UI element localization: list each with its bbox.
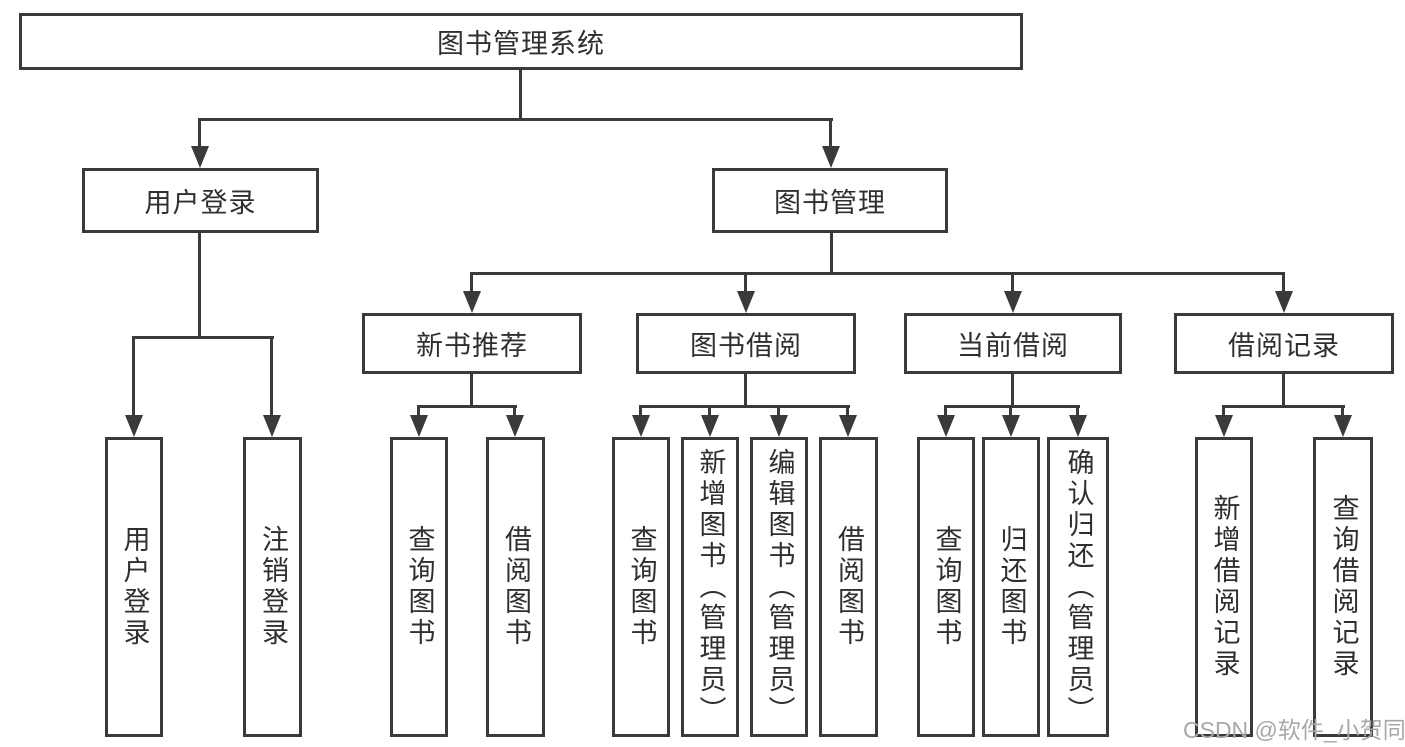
watermark: CSDN @软件_小贺同学 xyxy=(1183,717,1405,743)
connector-arrow xyxy=(191,118,209,168)
leaf-label: 新增图书（管理员） xyxy=(695,447,726,727)
connector-line xyxy=(199,118,833,121)
node-label: 图书管理 xyxy=(774,188,886,218)
connector-arrow xyxy=(410,405,428,437)
node-root: 图书管理系统 xyxy=(19,13,1023,70)
connector-arrow xyxy=(822,118,840,168)
leaf-return-books: 归还图书 xyxy=(982,437,1040,737)
leaf-edit-books-admin: 编辑图书（管理员） xyxy=(750,437,808,737)
connector-arrow xyxy=(1004,272,1022,313)
leaf-label: 查询图书 xyxy=(626,525,657,649)
connector-line xyxy=(470,374,473,407)
connector-arrow xyxy=(701,405,719,437)
node-current-borrowing: 当前借阅 xyxy=(904,313,1122,374)
connector-line xyxy=(830,233,833,274)
connector-line xyxy=(471,272,1285,275)
connector-arrow xyxy=(737,272,755,313)
leaf-add-borrow-record: 新增借阅记录 xyxy=(1195,437,1253,737)
connector-arrow xyxy=(1069,405,1087,437)
leaf-label: 借阅图书 xyxy=(501,525,531,649)
connector-arrow xyxy=(937,405,955,437)
node-label: 借阅记录 xyxy=(1228,331,1340,361)
connector-arrow xyxy=(632,405,650,437)
leaf-borrow-books-recommend: 借阅图书 xyxy=(486,437,545,737)
connector-arrow xyxy=(770,405,788,437)
leaf-borrow-books: 借阅图书 xyxy=(819,437,878,737)
leaf-confirm-return-admin: 确认归还（管理员） xyxy=(1047,437,1109,737)
connector-line xyxy=(1223,405,1345,408)
connector-line xyxy=(133,336,274,339)
connector-line xyxy=(744,374,747,407)
node-user-login: 用户登录 xyxy=(82,168,319,233)
connector-line xyxy=(519,70,522,121)
node-borrowing-records: 借阅记录 xyxy=(1174,313,1394,374)
connector-arrow xyxy=(506,405,524,437)
node-new-book-recommendation: 新书推荐 xyxy=(362,313,582,374)
leaf-label: 借阅图书 xyxy=(834,525,864,649)
connector-arrow xyxy=(1275,272,1293,313)
leaf-label: 新增借阅记录 xyxy=(1209,494,1240,680)
leaf-label: 编辑图书（管理员） xyxy=(764,447,795,727)
connector-arrow xyxy=(1334,405,1352,437)
leaf-query-books-recommend: 查询图书 xyxy=(390,437,448,737)
connector-line xyxy=(198,233,201,338)
node-label: 图书管理系统 xyxy=(437,29,605,59)
node-book-borrowing: 图书借阅 xyxy=(636,313,856,374)
node-label: 用户登录 xyxy=(144,188,257,218)
leaf-query-borrow-record: 查询借阅记录 xyxy=(1313,437,1373,737)
leaf-label: 归还图书 xyxy=(996,525,1027,649)
connector-arrow xyxy=(263,336,281,437)
connector-line xyxy=(418,405,517,408)
leaf-user-login: 用户登录 xyxy=(105,437,163,737)
leaf-label: 注销登录 xyxy=(258,525,288,649)
connector-line xyxy=(1011,374,1014,407)
leaf-query-books-current: 查询图书 xyxy=(917,437,975,737)
leaf-query-books-borrow: 查询图书 xyxy=(612,437,670,737)
connector-line xyxy=(945,405,1080,408)
leaf-logout: 注销登录 xyxy=(243,437,302,737)
connector-line xyxy=(1282,374,1285,407)
leaf-label: 用户登录 xyxy=(119,525,150,649)
node-label: 当前借阅 xyxy=(957,331,1069,361)
node-label: 图书借阅 xyxy=(690,331,802,361)
leaf-label: 查询图书 xyxy=(404,525,435,649)
leaf-label: 确认归还（管理员） xyxy=(1063,447,1094,727)
node-label: 新书推荐 xyxy=(416,331,528,361)
connector-arrow xyxy=(1215,405,1233,437)
node-book-management: 图书管理 xyxy=(712,168,948,233)
leaf-add-books-admin: 新增图书（管理员） xyxy=(681,437,739,737)
connector-arrow xyxy=(1002,405,1020,437)
connector-line xyxy=(640,405,850,408)
leaf-label: 查询借阅记录 xyxy=(1328,494,1359,680)
leaf-label: 查询图书 xyxy=(931,525,962,649)
connector-arrow xyxy=(839,405,857,437)
connector-arrow xyxy=(125,336,143,437)
connector-arrow xyxy=(463,272,481,313)
